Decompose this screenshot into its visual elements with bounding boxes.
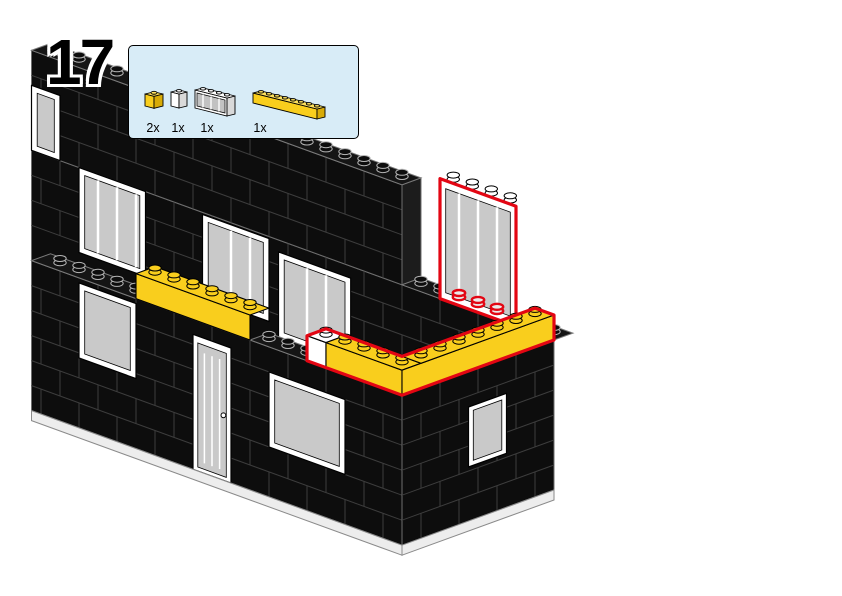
part-qty-1: 1x — [171, 121, 185, 135]
front-windows — [78, 282, 346, 476]
yellow-stripe-existing — [135, 264, 270, 341]
parts-illustration: 2x 1x 1x 1x — [144, 87, 326, 135]
new-bricks-highlighted — [305, 305, 556, 397]
part-qty-3: 1x — [253, 121, 267, 135]
callout-part — [170, 89, 188, 109]
front-door — [192, 333, 232, 484]
callout-part — [194, 87, 236, 117]
base-course — [31, 409, 555, 556]
end-window — [467, 392, 508, 468]
rear-windows — [30, 84, 352, 364]
part-qty-0: 2x — [146, 121, 160, 135]
new-window-highlighted — [438, 171, 518, 328]
parts-callout-box: 2x 1x 1x 1x — [128, 45, 359, 139]
part-qty-2: 1x — [200, 121, 214, 135]
step-number: 17 — [46, 26, 115, 98]
callout-part — [144, 90, 164, 109]
callout-part — [252, 90, 326, 120]
